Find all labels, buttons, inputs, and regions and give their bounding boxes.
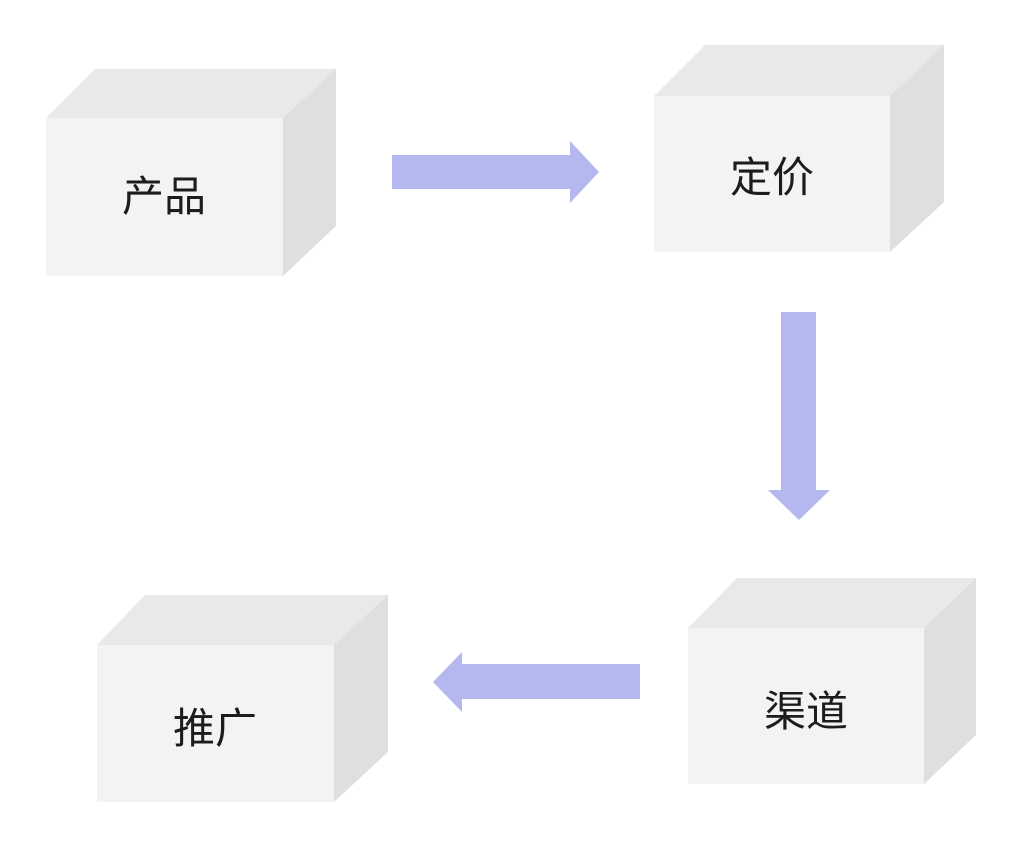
node-product-side bbox=[283, 69, 336, 276]
node-channel-top bbox=[688, 578, 976, 628]
node-promotion-side bbox=[334, 595, 388, 802]
node-product-label: 产品 bbox=[122, 172, 206, 221]
node-promotion: 推广 bbox=[97, 595, 388, 802]
arrow-product-to-pricing bbox=[392, 141, 599, 203]
node-pricing: 定价 bbox=[654, 45, 944, 252]
node-channel-side bbox=[924, 578, 976, 784]
node-pricing-front bbox=[654, 96, 890, 252]
node-channel: 渠道 bbox=[688, 578, 976, 784]
node-channel-label: 渠道 bbox=[764, 687, 848, 736]
node-pricing-label: 定价 bbox=[730, 153, 814, 202]
node-product: 产品 bbox=[46, 69, 336, 276]
node-pricing-side bbox=[890, 45, 944, 252]
node-promotion-label: 推广 bbox=[173, 704, 257, 753]
arrow-channel-to-promotion bbox=[433, 652, 640, 712]
node-pricing-top bbox=[654, 45, 944, 96]
node-product-front bbox=[46, 118, 283, 276]
node-promotion-top bbox=[97, 595, 388, 645]
node-channel-front bbox=[688, 628, 924, 784]
node-promotion-front bbox=[97, 645, 334, 802]
node-product-top bbox=[46, 69, 336, 118]
arrow-pricing-to-channel bbox=[768, 312, 830, 520]
